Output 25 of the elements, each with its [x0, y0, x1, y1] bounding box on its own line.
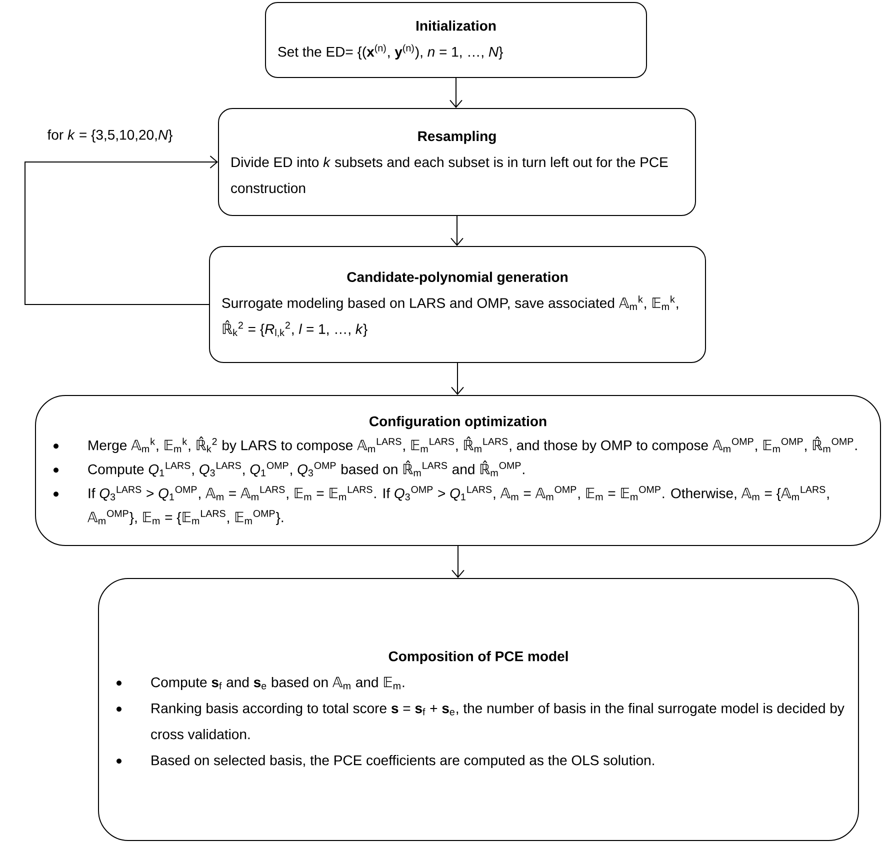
box-title: Configuration optimization [370, 416, 546, 430]
process-box [98, 578, 859, 841]
box-text: Divide ED into k subsets and each subset is in turn left out for the PCE construction [231, 156, 668, 194]
process-box [35, 395, 881, 546]
bullet-text: Based on selected basis, the PCE coefficients are computed as the OLS solution. [152, 754, 654, 768]
arrow [451, 362, 464, 395]
bullet-text: Ranking basis according to total score s = s$_{f}$ + s$_{e}$, the number of basis in the final surrogate model is decided by cross validation. [151, 702, 844, 740]
box-title: Candidate-polynomial generation [347, 272, 568, 285]
process-box [209, 246, 706, 363]
arrow [452, 546, 464, 578]
edge-label: for k = {3,5,10,20,N} [47, 129, 172, 143]
box-title: Initialization [416, 20, 496, 31]
box-title: Composition of PCE model [388, 650, 568, 664]
box-text: Surrogate modeling based on LARS and OMP, save associated 𝔸$_{m}$$^{k}$, 𝔼$_{m}$$^{k}$, ℝ̂$_{k}$$^{2}$ = {R$_{l,k}$$^{2}$, l = 1, …, k} [222, 296, 678, 338]
arrow [24, 156, 218, 305]
bullet-text: Compute s$_{f}$ and s$_{e}$ based on 𝔸$_{m}$ and 𝔼$_{m}$. [151, 676, 404, 690]
process-box [218, 108, 696, 216]
arrow [450, 216, 464, 246]
process-box [265, 2, 647, 78]
bullet-text: If Q$_{3}$$^{LARS}$ > Q$_{1}$$^{OMP}$, 𝔸$_{m}$ = 𝔸$_{m}$$^{LARS}$, 𝔼$_{m}$ = 𝔼$_{m}$$^{LARS}$. If Q$_{3}$$^{OMP}$ > Q$_{1}$$^{LARS}$, 𝔸$_{m}$ = 𝔸$_{m}$$^{OMP}$, 𝔼$_{m}$ = 𝔼$_{m}$$^{OMP}$. Otherwise, 𝔸$_{m}$ = {𝔸$_{m}$$^{LARS}$, 𝔸$_{m}$$^{OMP}$}, 𝔼$_{m}$ = {𝔼$_{m}$$^{LARS}$, 𝔼$_{m}$$^{OMP}$}. [88, 486, 829, 526]
bullet-text: Compute Q$_{1}$$^{LARS}$, Q$_{3}$$^{LARS}$, Q$_{1}$$^{OMP}$, Q$_{3}$$^{OMP}$ based on ℝ̂$_{m}$$^{LARS}$ and ℝ̂$_{m}$$^{OMP}$. [88, 460, 524, 478]
box-text: Set the ED= {(x$^{(n)}$, y$^{(n)}$), n = 1, …, N} [278, 44, 503, 60]
box-title: Resampling [418, 130, 496, 144]
arrow [450, 78, 462, 108]
bullet-text: Merge 𝔸$_{m}$$^{k}$, 𝔼$_{m}$$^{k}$, ℝ̂$_{k}$$^{2}$ by LARS to compose 𝔸$_{m}$$^{LARS}$, 𝔼$_{m}$$^{LARS}$, ℝ̂$_{m}$$^{LARS}$, and those by OMP to compose 𝔸$_{m}$$^{OMP}$, 𝔼$_{m}$$^{OMP}$, ℝ̂$_{m}$$^{OMP}$. [88, 436, 857, 454]
